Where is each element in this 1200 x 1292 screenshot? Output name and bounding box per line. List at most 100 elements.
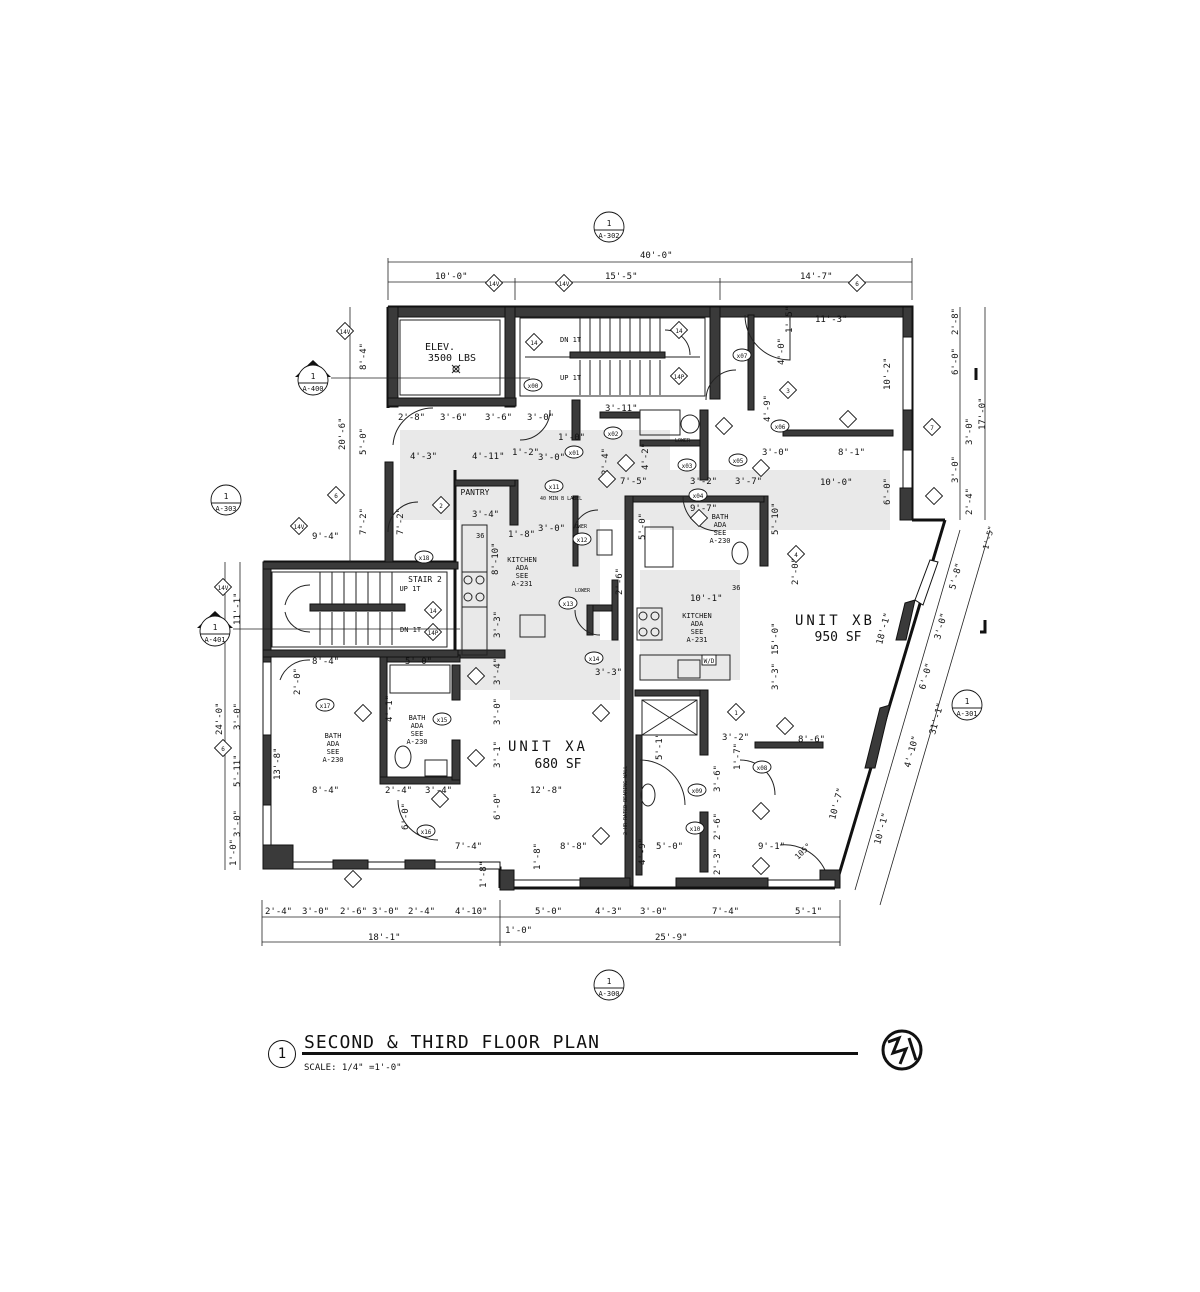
section-marker-left-lower: 1 A-401 [197,611,460,647]
idim: 5'-1" [655,733,665,760]
section-marker-left-303: 1 A-303 [210,484,242,516]
idim: 9'-4" [312,532,339,542]
idim: 3'-3" [493,611,503,638]
dim-diag-1: 31'-1" [928,702,946,736]
dim-bot-total-3: 25'-9" [655,933,688,943]
door-tag: x02 [608,431,619,438]
svg-text:A-303: A-303 [215,505,236,513]
idim: 4'-2" [641,443,651,470]
idim: 3'-6" [485,413,512,423]
door-swings [279,314,826,871]
svg-text:1: 1 [213,623,218,632]
svg-text:A-300: A-300 [598,990,619,998]
idim: 4'-9" [763,395,773,422]
dim-diag-8: 10'-7" [828,787,846,821]
keynote: 4 [794,552,798,559]
door-tag: x15 [437,717,448,724]
keynote: 14V [559,281,570,288]
idim: 8'-8" [560,842,587,852]
dim-diag-2: 5'-8" [948,562,965,591]
dim-diag-6: 18'-1" [875,612,893,646]
note-36-a: 36 [476,532,484,540]
idim: 5'-0" [638,513,648,540]
svg-text:1: 1 [224,492,229,501]
idim: 11'-3" [815,315,848,325]
section-marker-bottom: 1 A-300 [593,969,625,1001]
note-lower-3: LOWER [575,588,591,594]
idim: 3'-0" [493,698,503,725]
bath-right-1: BATH [712,513,729,521]
keynote: W/D [704,658,715,665]
bath-left-3: SEE [327,748,340,756]
dim-bot-4: 3'-0" [372,907,399,917]
svg-text:A-301: A-301 [956,710,977,718]
bath-mid-4: A-230 [406,738,427,746]
bath-mid-2: ADA [411,722,424,730]
keynote: 1 [734,710,738,717]
idim: 4'-1" [385,695,395,722]
idim: 2'-3" [713,848,723,875]
idim: 8'-4" [312,657,339,667]
dim-right-6: 2'-4" [965,488,975,515]
dim-bot-6: 4'-10" [455,907,488,917]
dim-top-1: 10'-0" [435,272,468,282]
dim-bot-11: 5'-1" [795,907,822,917]
kitchen-xb-1: KITCHEN [682,612,712,620]
note-dn-stair1: DN 1T [560,336,582,344]
svg-text:1: 1 [607,219,612,228]
idim: 1'-2" [512,448,539,458]
windows [262,336,939,888]
idim: 10'-2" [883,357,893,390]
unit-xa-area: 680 SF [535,757,582,772]
door-tag: x11 [549,484,560,491]
keynote: 14 [429,608,437,615]
stair2-up: UP 1T [399,585,421,593]
note-dn-stair2: DN 1T [400,626,422,634]
idim: 3'-0" [538,524,565,534]
idim: 15'-0" [771,622,781,655]
idim: 3'-0" [527,413,554,423]
dim-top-2: 15'-5" [605,272,638,282]
dim-left-3: 5'-0" [359,428,369,455]
title-block: 1 SECOND & THIRD FLOOR PLAN SCALE: 1/4" … [262,1030,862,1080]
idim: 8'-4" [312,786,339,796]
note-up-stair1: UP 1T [560,374,582,382]
idim: 3'-2" [722,733,749,743]
interior-dims: 11'-3" 10'-2" 8'-1" 10'-0" 6'-0" 3'-0" 4… [273,306,893,888]
unit-xa-name: UNIT XA [508,739,588,755]
idim: 1'-8" [508,530,535,540]
idim: 7'-2" [396,508,406,535]
door-tags: x00 x01 x02 x03 x04 x05 x06 x07 x08 x09 … [315,348,790,838]
idim: 2'-0" [791,558,801,585]
idim: 1'-5" [785,306,795,333]
bath-mid-1: BATH [409,714,426,722]
keynote: 3 [786,388,790,395]
door-tag: x14 [589,656,600,663]
dim-left-1: 20'-6" [338,417,348,450]
idim: 2'-4" [601,448,611,475]
dim-bot-10: 7'-4" [712,907,739,917]
door-tag: x04 [693,493,704,500]
kitchen-xb-2: ADA [691,620,704,628]
keynote: 14V [294,524,305,531]
door-tag: x08 [757,765,768,772]
dim-bot-2: 3'-0" [302,907,329,917]
idim: 5'-0" [656,842,683,852]
bath-mid-3: SEE [411,730,424,738]
idim: 1'-8" [533,843,543,870]
dim-bot-3: 2'-6" [340,907,367,917]
keynote: 6 [334,493,338,500]
idim: 3'-0" [762,448,789,458]
dim-right-5: 3'-0" [951,456,961,483]
idim: 10'-0" [820,478,853,488]
stair2-label: STAIR 2 [408,575,442,584]
door-tag: x10 [690,826,701,833]
idim: 3'-4" [425,786,452,796]
keynote: 14 [530,340,538,347]
door-tag: x18 [419,555,430,562]
bath-left-4: A-230 [322,756,343,764]
bath-right-3: SEE [714,529,727,537]
idim: 6'-0" [883,478,893,505]
kitchen-xb-3: SEE [691,628,704,636]
dim-left-7: 3'-0" [233,703,243,730]
